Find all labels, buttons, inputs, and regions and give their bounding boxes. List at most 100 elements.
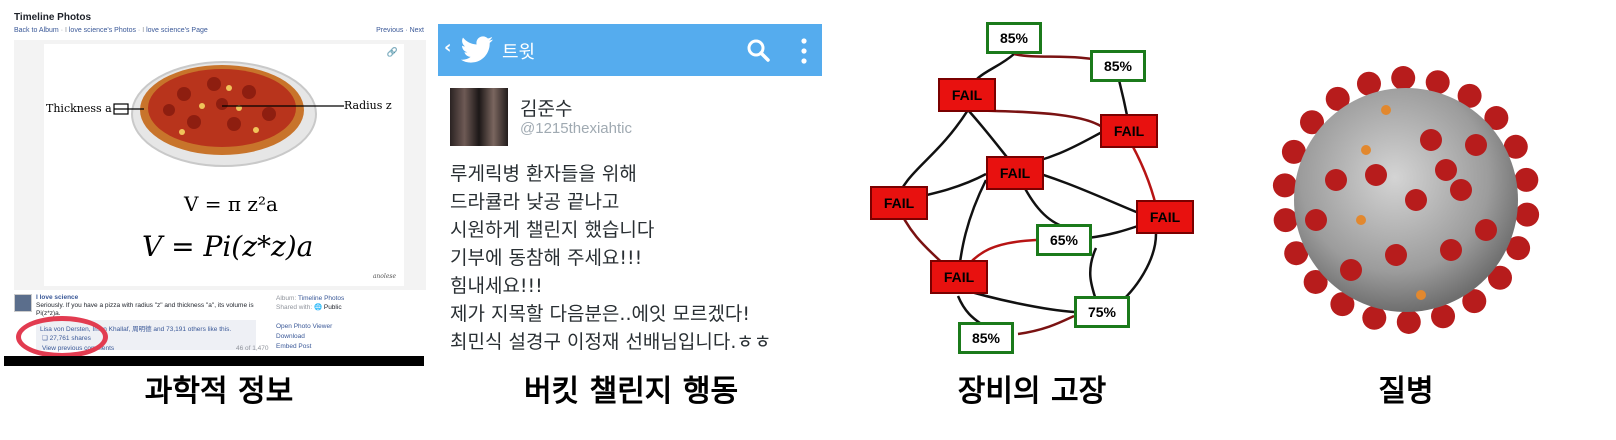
- ok-node: 85%: [986, 22, 1042, 54]
- spike-proteins: [1272, 66, 1540, 334]
- e-protein: [1356, 215, 1366, 225]
- tweet-line: 시원하게 챌린지 했습니다: [450, 219, 655, 241]
- screen-title: 트윗: [502, 42, 536, 63]
- tweet-line: 최민식 설경구 이정재 선배님입니다.ㅎㅎ: [450, 331, 772, 353]
- fail-node: FAIL: [1136, 200, 1194, 234]
- spike-head-front: [1365, 164, 1387, 186]
- user-avatar[interactable]: [450, 88, 508, 146]
- fail-label: FAIL: [951, 87, 983, 103]
- fail-node: FAIL: [938, 78, 996, 112]
- failure-network-panel: FAIL FAIL FAIL FAIL FAIL FAIL 85% 85% 65…: [866, 20, 1198, 362]
- page-link[interactable]: love science's Page: [146, 27, 208, 34]
- caption-science-info: 과학적 정보: [144, 374, 294, 409]
- spike-head: [1325, 86, 1350, 111]
- spike-head-front: [1465, 134, 1487, 156]
- user-display-name[interactable]: 김준수: [520, 98, 573, 120]
- spike-head-front: [1475, 219, 1497, 241]
- spike-head-front: [1325, 169, 1347, 191]
- caption-bucket-challenge: 버킷 챌린지 행동: [523, 374, 739, 409]
- tweet-line: 드라큘라 낮공 끝나고: [450, 191, 620, 213]
- spike-head: [1272, 173, 1297, 198]
- spike-head: [1300, 110, 1325, 135]
- globe-icon: 🌐: [313, 304, 323, 311]
- pizza-illustration: [113, 61, 344, 167]
- spike-head: [1431, 304, 1456, 329]
- photos-link[interactable]: love science's Photos: [68, 27, 136, 34]
- e-protein: [1361, 145, 1371, 155]
- coronavirus-illustration: [1272, 66, 1540, 334]
- ok-node: 75%: [1074, 296, 1130, 328]
- spike-head-front: [1305, 209, 1327, 231]
- open-photo-viewer-link[interactable]: Open Photo Viewer: [276, 323, 333, 330]
- spike-head: [1484, 106, 1509, 131]
- album-key: Album:: [276, 295, 297, 302]
- tweet-line: 제가 지목할 다음분은..에잇 모르겠다!: [450, 303, 751, 325]
- back-arrow-icon[interactable]: ‹: [444, 37, 452, 58]
- likes-summary[interactable]: Lisa von Dersten, Iman Khallaf, 周明德 and …: [40, 326, 232, 333]
- spike-head: [1281, 139, 1306, 164]
- spike-head: [1425, 70, 1450, 95]
- privacy-value: Public: [323, 304, 342, 311]
- page-avatar[interactable]: [14, 294, 32, 312]
- spike-head: [1330, 292, 1355, 317]
- pepperoni-toppings: [163, 77, 276, 131]
- radius-label: Radius z: [344, 99, 392, 112]
- breadcrumb: Back to Album · I love science's Photos …: [14, 27, 208, 34]
- shares-highlight-circle: [16, 316, 108, 358]
- fail-label: FAIL: [883, 195, 915, 211]
- caption-disease: 질병: [1378, 374, 1434, 409]
- pizza-formula: V = Pi(z*z)a: [142, 230, 314, 263]
- spike-head: [1506, 236, 1531, 261]
- photo-actions: Open Photo Viewer Download Embed Post: [276, 322, 332, 352]
- spike-head: [1462, 289, 1487, 314]
- spike-head: [1362, 305, 1387, 330]
- photo-watermark: anolese: [372, 273, 396, 280]
- ok-label: 85%: [999, 30, 1029, 46]
- twitter-bird-icon: [460, 36, 493, 63]
- thickness-bracket: [113, 103, 129, 115]
- user-handle[interactable]: @1215thexiahtic: [520, 120, 632, 137]
- spike-head-front: [1435, 159, 1457, 181]
- fail-node: FAIL: [870, 186, 928, 220]
- fail-label: FAIL: [999, 165, 1031, 181]
- spike-head: [1356, 71, 1381, 96]
- post-text: Seriously. If you have a pizza with radi…: [36, 302, 254, 317]
- download-link[interactable]: Download: [276, 333, 305, 340]
- spike-head-front: [1340, 259, 1362, 281]
- spike-head-front: [1440, 239, 1462, 261]
- surface-proteins: [1305, 105, 1497, 300]
- virus-panel: [1256, 50, 1556, 350]
- fail-node: FAIL: [1100, 114, 1158, 148]
- spike-head: [1515, 202, 1540, 227]
- prev-next-links[interactable]: Previous · Next: [376, 27, 424, 34]
- pizza-photo[interactable]: 🔗 Thickness a Radius z: [44, 44, 404, 286]
- volume-formula: V = π z²a: [184, 192, 278, 216]
- twitter-app-bar: ‹ 트윗: [438, 24, 822, 76]
- spike-head: [1391, 66, 1416, 91]
- caption-equipment-failure: 장비의 고장: [957, 374, 1107, 409]
- photo-frame: 🔗 Thickness a Radius z: [14, 40, 426, 290]
- spike-head: [1303, 269, 1328, 294]
- tweet-panel: ‹ 트윗 김준수 @1215thexiahtic 루게릭병 환자들을 위해 드라…: [436, 24, 822, 360]
- spike-head-front: [1450, 179, 1472, 201]
- black-bar: [4, 356, 424, 366]
- ok-label: 85%: [971, 330, 1001, 346]
- fail-node: FAIL: [930, 260, 988, 294]
- post-author[interactable]: I love science: [36, 294, 79, 301]
- tweet-line: 기부에 동참해 주세요!!!: [450, 247, 643, 269]
- more-options-icon[interactable]: [800, 38, 808, 64]
- tag-icon[interactable]: 🔗: [386, 48, 398, 58]
- embed-post-link[interactable]: Embed Post: [276, 343, 312, 350]
- cheese-toppings: [179, 85, 259, 135]
- fail-node: FAIL: [986, 156, 1044, 190]
- spike-head: [1514, 167, 1539, 192]
- comment-page-count: 46 of 1,470: [236, 345, 269, 352]
- ok-label: 75%: [1087, 304, 1117, 320]
- thickness-label: Thickness a: [46, 102, 112, 115]
- back-to-album-link[interactable]: Back to Album: [14, 27, 59, 34]
- album-link[interactable]: Timeline Photos: [297, 295, 345, 302]
- shared-with-key: Shared with:: [276, 304, 313, 311]
- spike-head-front: [1420, 129, 1442, 151]
- spike-head: [1273, 208, 1298, 233]
- search-icon[interactable]: [746, 38, 770, 62]
